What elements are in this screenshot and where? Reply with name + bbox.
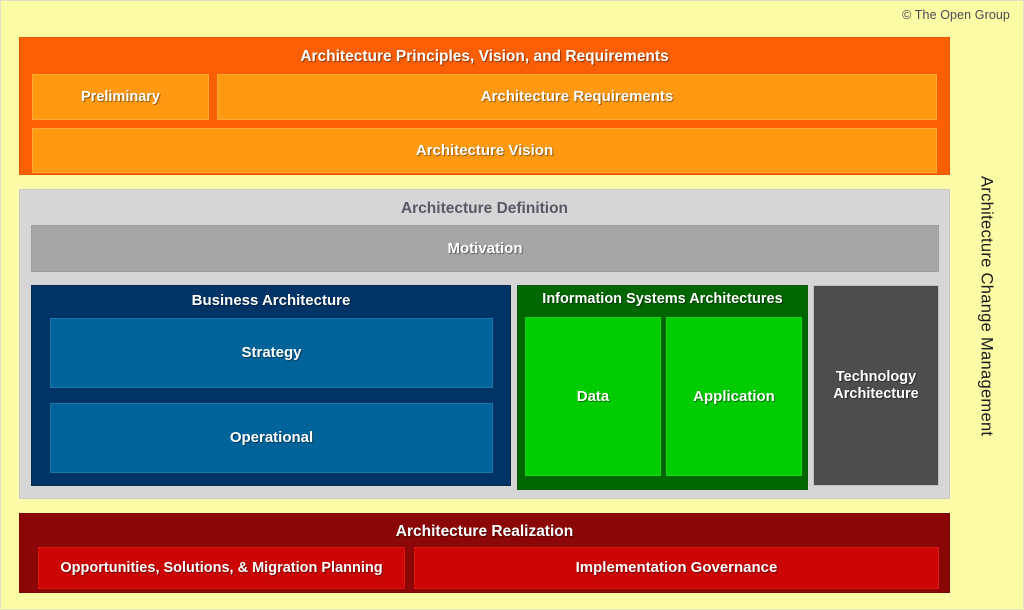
business-architecture-title: Business Architecture: [191, 292, 351, 309]
data-box[interactable]: Data: [525, 317, 661, 476]
architecture-vision-box[interactable]: Architecture Vision: [32, 128, 937, 173]
copyright-notice: © The Open Group: [902, 8, 1010, 22]
architecture-realization-band: Architecture Realization Opportunities, …: [19, 513, 950, 593]
application-box[interactable]: Application: [666, 317, 802, 476]
information-systems-architectures-box[interactable]: Information Systems Architectures Data A…: [517, 285, 808, 490]
technology-architecture-box[interactable]: Technology Architecture: [813, 285, 939, 486]
architecture-change-management-text: Architecture Change Management: [977, 175, 996, 437]
architecture-requirements-box[interactable]: Architecture Requirements: [217, 74, 937, 120]
architecture-definition-band: Architecture Definition Motivation Busin…: [19, 189, 950, 499]
architecture-principles-band: Architecture Principles, Vision, and Req…: [19, 37, 950, 175]
strategy-box[interactable]: Strategy: [50, 318, 493, 388]
architecture-realization-title: Architecture Realization: [395, 523, 574, 540]
information-systems-architectures-title: Information Systems Architectures: [542, 291, 783, 307]
architecture-principles-title: Architecture Principles, Vision, and Req…: [300, 48, 669, 65]
operational-box[interactable]: Operational: [50, 403, 493, 473]
business-architecture-box[interactable]: Business Architecture Strategy Operation…: [31, 285, 511, 486]
motivation-box[interactable]: Motivation: [31, 225, 939, 272]
architecture-definition-title: Architecture Definition: [400, 200, 569, 217]
opportunities-solutions-migration-planning-box[interactable]: Opportunities, Solutions, & Migration Pl…: [38, 547, 405, 589]
implementation-governance-box[interactable]: Implementation Governance: [414, 547, 939, 589]
architecture-change-management-label: Architecture Change Management: [973, 151, 999, 461]
preliminary-box[interactable]: Preliminary: [32, 74, 209, 120]
